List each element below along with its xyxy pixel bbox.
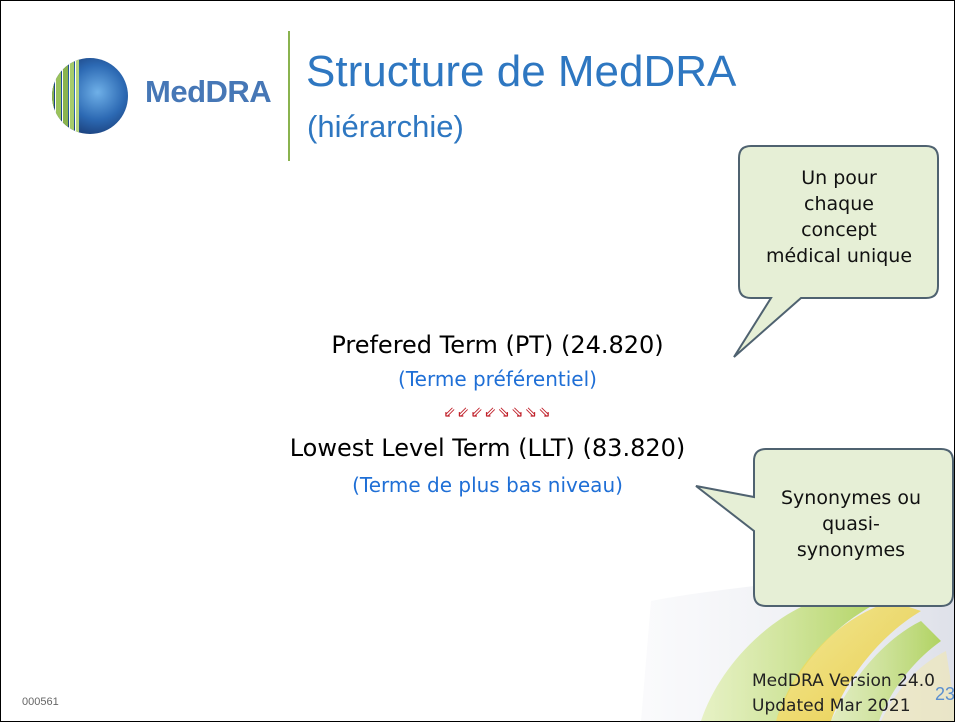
callout-concept-shape <box>733 145 939 358</box>
slide-subtitle: (hiérarchie) <box>307 109 464 144</box>
preferred-term-label: Prefered Term (PT) (24.820) <box>331 331 664 359</box>
callout-line: concept <box>801 219 877 241</box>
callout-line: chaque <box>804 193 874 215</box>
reference-number: 000561 <box>22 696 59 708</box>
meddra-globe-icon <box>52 58 128 134</box>
meddra-logo: MedDRA <box>45 56 285 136</box>
callout-line: Synonymes ou <box>780 487 922 509</box>
version-line: MedDRA Version 24.0 <box>752 671 935 691</box>
callout-line: quasi- <box>822 513 880 535</box>
lowest-level-term-french: (Terme de plus bas niveau) <box>352 473 623 497</box>
callout-concept-text: Un pour chaque concept médical unique <box>741 165 937 269</box>
lowest-level-term-label: Lowest Level Term (LLT) (83.820) <box>289 434 686 462</box>
callout-line: synonymes <box>796 539 906 561</box>
callout-synonyms-shape <box>695 448 954 607</box>
callout-synonyms-text: Synonymes ou quasi- synonymes <box>761 485 941 563</box>
updated-line: Updated Mar 2021 <box>752 696 911 716</box>
page-number: 23 <box>935 684 955 704</box>
callout-line: Un pour <box>801 167 877 189</box>
callout-line: médical unique <box>765 245 913 267</box>
slide-title: Structure de MedDRA <box>306 47 737 96</box>
version-info: MedDRA Version 24.0 Updated Mar 2021 <box>752 669 935 719</box>
preferred-term-french: (Terme préférentiel) <box>398 367 597 391</box>
hierarchy-arrows: ⇙⇙⇙⇙⇘⇘⇘⇘ <box>443 403 552 421</box>
logo-wordmark: MedDRA <box>145 74 272 109</box>
title-divider <box>288 31 290 161</box>
